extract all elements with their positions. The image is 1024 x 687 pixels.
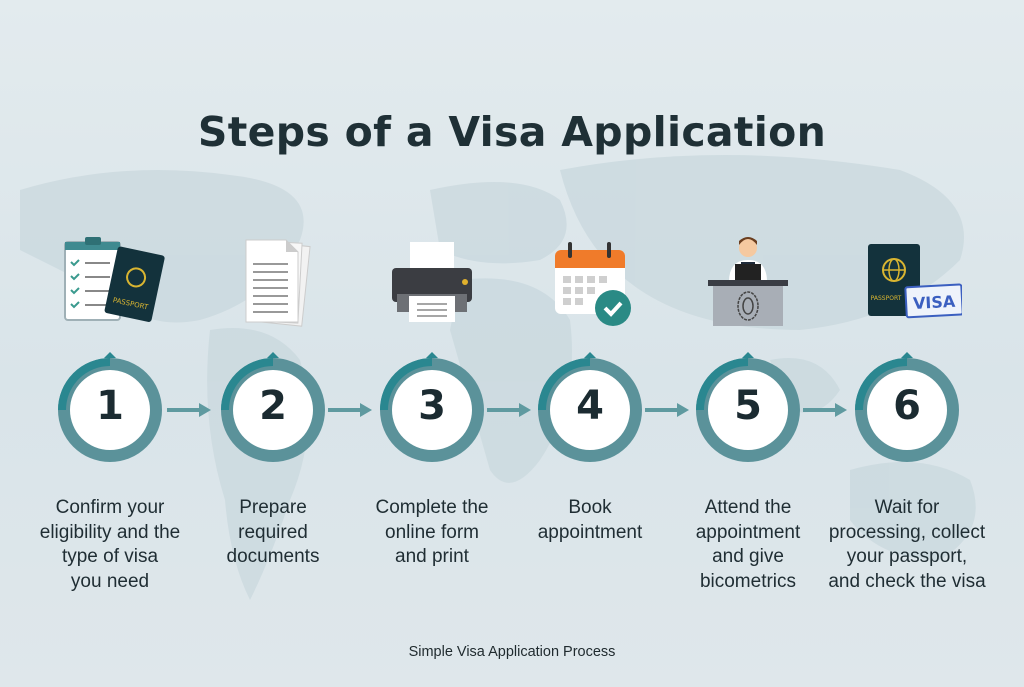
caption: Simple Visa Application Process (408, 644, 616, 660)
arrow-right-icon (487, 403, 531, 417)
calendar-check-icon (535, 232, 645, 332)
step-label: Prepare required documents (226, 497, 320, 567)
step-label: Wait for processing, collect your passpo… (828, 497, 986, 592)
step-number: 6 (893, 383, 921, 429)
arrow-right-icon (328, 403, 372, 417)
arrow-right-icon (167, 403, 211, 417)
step-number-badge: 6 (851, 352, 963, 464)
step-number-badge: 5 (692, 352, 804, 464)
step-label: Confirm your eligibility and the type of… (39, 497, 181, 592)
printer-icon (377, 232, 487, 332)
clipboard-passport-icon: PASSPORT (55, 232, 165, 332)
step-number: 5 (734, 383, 762, 429)
step-label: Complete the online form and print (375, 497, 489, 567)
step-number-badge: 2 (217, 352, 329, 464)
step-number: 3 (418, 383, 446, 429)
step-number-badge: 3 (376, 352, 488, 464)
arrow-right-icon (645, 403, 689, 417)
step-number: 2 (259, 383, 287, 429)
step-label: Book appointment (537, 497, 643, 543)
svg-text:VISA: VISA (913, 292, 957, 313)
step-label: Attend the appointment and give bicometr… (695, 497, 801, 592)
step-number-badge: 4 (534, 352, 646, 464)
page-title: Steps of a Visa Application (197, 108, 827, 156)
step-number-badge: 1 (54, 352, 166, 464)
biometrics-desk-icon (693, 232, 803, 332)
step-number: 4 (576, 383, 604, 429)
documents-icon (218, 232, 328, 332)
step-number: 1 (96, 383, 124, 429)
arrow-right-icon (803, 403, 847, 417)
svg-text:PASSPORT: PASSPORT (871, 295, 902, 302)
passport-visa-icon: PASSPORT VISA (852, 232, 964, 332)
